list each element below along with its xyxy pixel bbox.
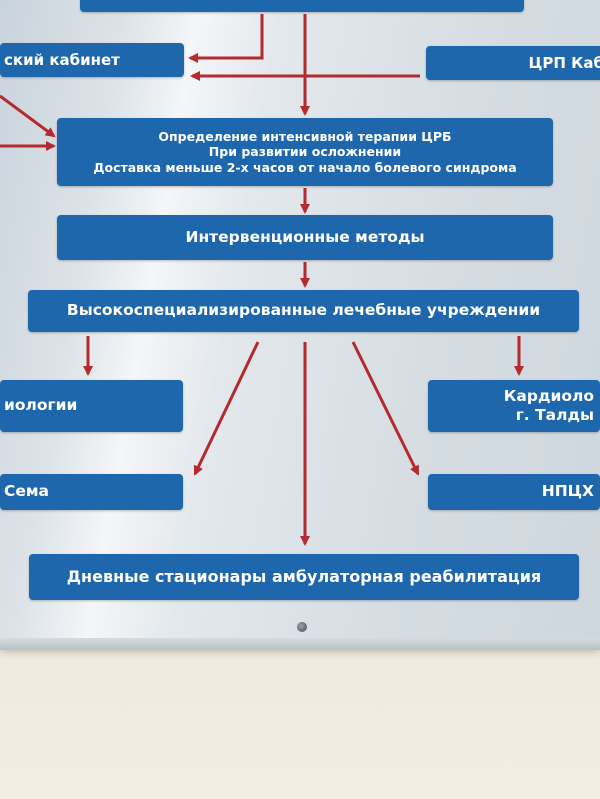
arrow-top-to-left-cabinet <box>188 14 264 63</box>
box-left-cabinet: ский кабинет <box>0 43 184 77</box>
mounting-screw <box>297 622 307 632</box>
day-hospitals-label: Дневные стационары амбулаторная реабилит… <box>66 567 542 586</box>
left-cardiology-label: иологии <box>4 396 78 415</box>
arrows-layer <box>0 14 524 546</box>
box-intensive-therapy: Определение интенсивной терапии ЦРБ При … <box>57 118 553 186</box>
arrow-specialized-to-sema <box>193 341 260 476</box>
intensive-line-1: Определение интенсивной терапии ЦРБ <box>158 128 452 144</box>
poster: ский кабинет ЦРП Каб Определение интенси… <box>0 0 600 648</box>
right-npcx-label: НПЦХ <box>541 482 594 501</box>
box-left-sema: Сема <box>0 474 183 510</box>
box-highly-specialized: Высокоспециализированные лечебные учрежд… <box>28 290 579 332</box>
box-left-cabinet-label: ский кабинет <box>4 50 120 69</box>
box-day-hospitals: Дневные стационары амбулаторная реабилит… <box>29 554 579 600</box>
right-cardiology-line-1: Кардиоло <box>503 386 594 405</box>
arrow-specialized-to-npcx <box>351 341 420 476</box>
left-sema-label: Сема <box>4 482 50 501</box>
right-cardiology-line-2: г. Талды <box>515 406 594 424</box>
arrow-left-diag-to-intensive <box>0 94 56 138</box>
intensive-line-3: Доставка меньше 2-х часов от начало боле… <box>93 159 517 175</box>
box-right-crp: ЦРП Каб <box>426 46 600 80</box>
box-right-crp-label: ЦРП Каб <box>528 53 600 72</box>
intensive-line-2: При развитии осложнении <box>208 144 402 160</box>
box-right-npcx: НПЦХ <box>428 474 600 510</box>
box-interventional-methods: Интервенционные методы <box>57 215 553 260</box>
box-top-partial <box>80 0 524 12</box>
highly-specialized-label: Высокоспециализированные лечебные учрежд… <box>66 301 541 320</box>
box-left-cardiology: иологии <box>0 380 183 432</box>
interventional-label: Интервенционные методы <box>185 227 425 246</box>
poster-bottom-edge <box>0 638 600 650</box>
box-right-cardiology: Кардиоло г. Талды <box>428 380 600 432</box>
